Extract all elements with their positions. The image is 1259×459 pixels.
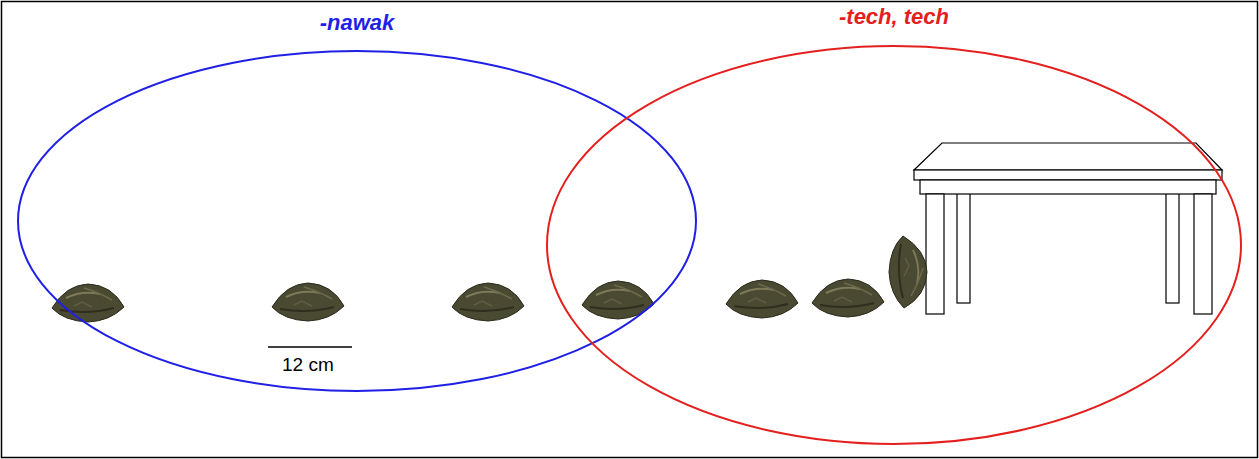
ellipse-line (547, 46, 1241, 444)
region-label-holder: -tech, tech (546, 4, 1242, 30)
rock (272, 283, 344, 321)
table-top-edge (914, 170, 1222, 180)
ellipse-outline (17, 50, 697, 392)
table-leg (1166, 193, 1179, 303)
dimension-label-holder: 12 cm (282, 354, 334, 376)
region-label: -nawak (320, 10, 395, 35)
ellipse-outline (546, 45, 1242, 445)
table-leg (1194, 194, 1212, 314)
region-label: -tech, tech (839, 4, 949, 29)
rock (726, 280, 798, 318)
rock (52, 284, 124, 322)
rock (812, 279, 884, 317)
dimension-label: 12 cm (282, 354, 334, 375)
ellipse-line (18, 51, 696, 391)
rock (452, 283, 524, 321)
table (914, 143, 1222, 314)
table-top (914, 143, 1222, 170)
table-leg (957, 193, 970, 303)
region-ellipse: -nawak (17, 50, 697, 392)
table-leg (926, 194, 944, 314)
scale-bar (268, 346, 352, 348)
rock (889, 236, 927, 308)
region-label-holder: -nawak (17, 10, 697, 36)
region-ellipse: -tech, tech (546, 45, 1242, 445)
table-apron (920, 180, 1216, 194)
